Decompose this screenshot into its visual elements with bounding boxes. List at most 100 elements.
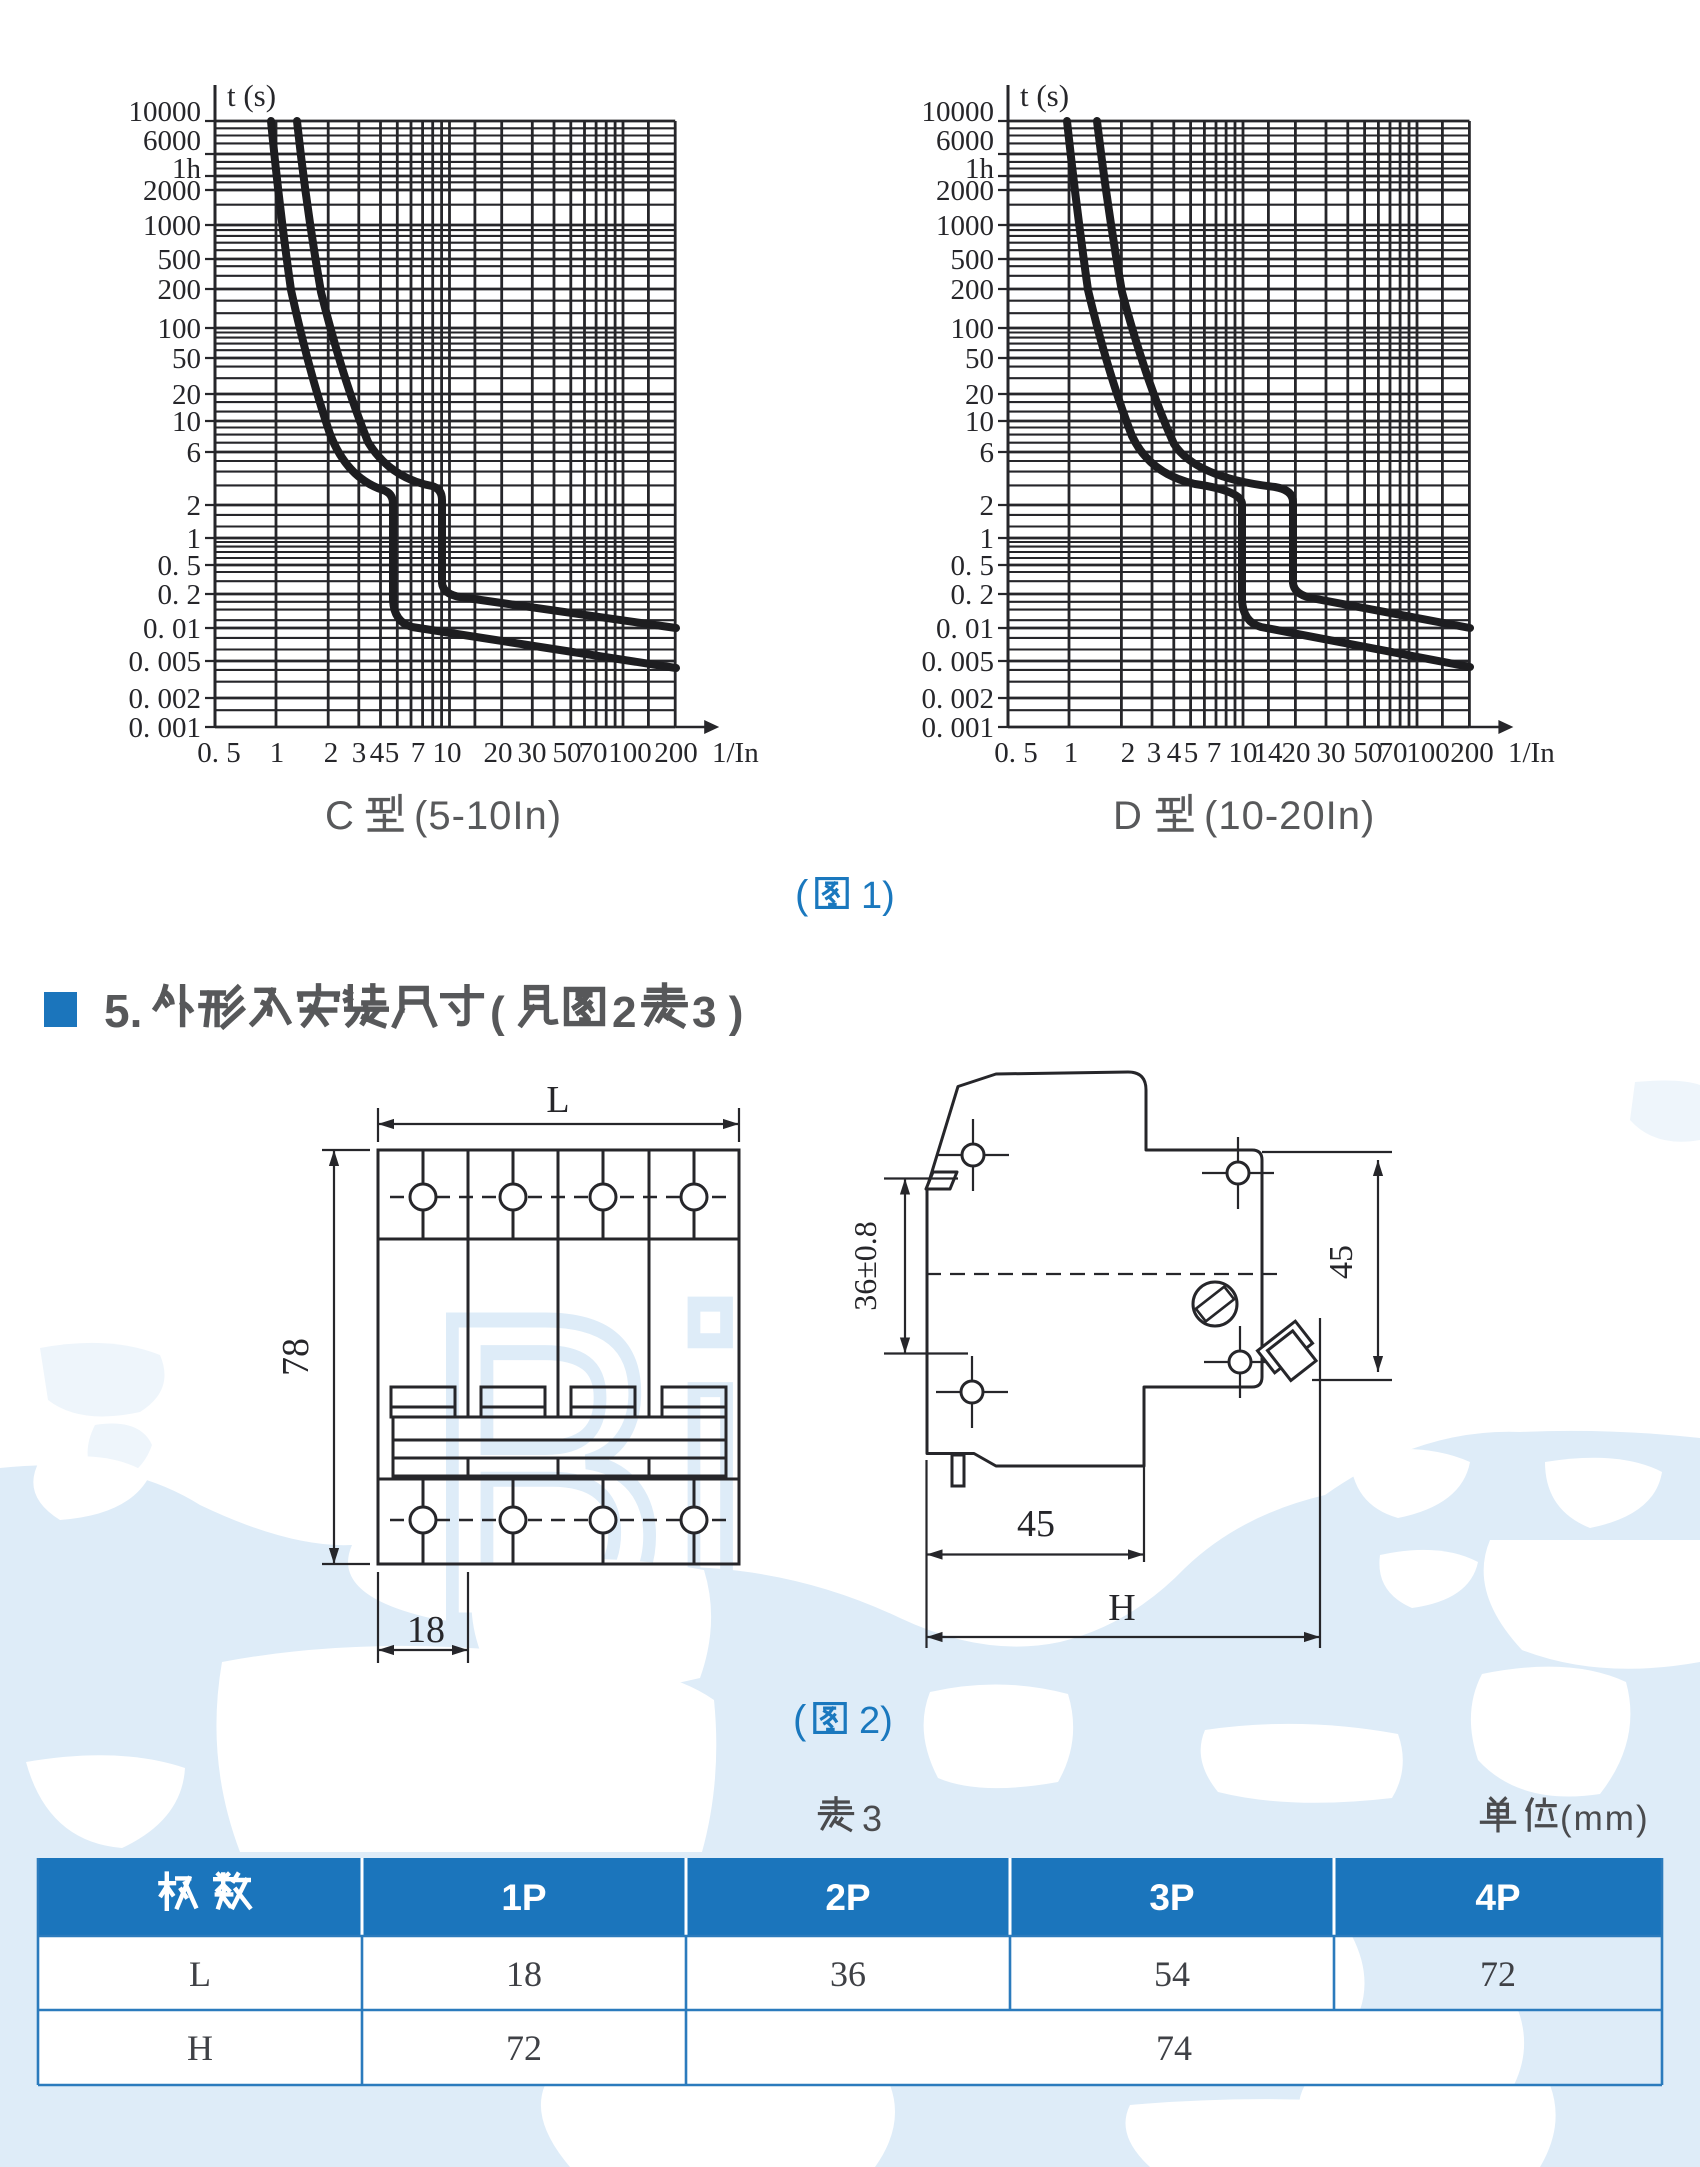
svg-text:0. 5: 0. 5 (158, 550, 202, 582)
svg-text:50: 50 (1354, 737, 1383, 769)
svg-text:6: 6 (980, 437, 995, 469)
svg-text:0. 001: 0. 001 (129, 712, 202, 744)
svg-text:50: 50 (172, 343, 201, 375)
svg-text:1000: 1000 (936, 210, 994, 242)
svg-text:72: 72 (506, 2028, 542, 2068)
svg-text:10: 10 (433, 737, 462, 769)
svg-text:2: 2 (612, 988, 636, 1037)
svg-text:70: 70 (579, 737, 608, 769)
svg-text:3: 3 (352, 737, 367, 769)
svg-text:0. 01: 0. 01 (143, 613, 201, 645)
svg-text:0. 5: 0. 5 (951, 550, 995, 582)
svg-text:500: 500 (158, 244, 202, 276)
svg-text:0. 002: 0. 002 (129, 683, 202, 715)
svg-text:0. 2: 0. 2 (951, 579, 995, 611)
svg-text:45: 45 (1017, 1503, 1055, 1545)
svg-text:4: 4 (1167, 737, 1182, 769)
svg-text:36±0.8: 36±0.8 (847, 1221, 883, 1311)
svg-text:1/In: 1/In (712, 737, 759, 769)
svg-text:1: 1 (1064, 737, 1079, 769)
svg-text:0. 005: 0. 005 (922, 646, 995, 678)
svg-text:10000: 10000 (922, 96, 995, 128)
svg-text:18: 18 (407, 1609, 445, 1651)
svg-text:2000: 2000 (143, 175, 201, 207)
svg-text:200: 200 (1450, 737, 1494, 769)
svg-text:30: 30 (1317, 737, 1346, 769)
svg-text:(mm): (mm) (1560, 1799, 1650, 1838)
svg-text:70: 70 (1379, 737, 1408, 769)
svg-text:2: 2 (324, 737, 339, 769)
svg-text:t (s): t (s) (227, 78, 276, 113)
svg-text:2P: 2P (825, 1877, 870, 1918)
svg-text:500: 500 (951, 244, 995, 276)
svg-text:5: 5 (1184, 737, 1199, 769)
svg-text:D: D (1113, 794, 1142, 838)
svg-text:10000: 10000 (129, 96, 202, 128)
svg-text:L: L (546, 1079, 569, 1121)
svg-text:0. 5: 0. 5 (994, 737, 1038, 769)
svg-text:7: 7 (1207, 737, 1222, 769)
svg-text:4: 4 (370, 737, 385, 769)
svg-text:78: 78 (275, 1338, 317, 1376)
svg-text:2000: 2000 (936, 175, 994, 207)
svg-text:1): 1) (861, 875, 895, 917)
svg-text:3: 3 (862, 1798, 882, 1839)
svg-text:1: 1 (980, 523, 995, 555)
svg-text:72: 72 (1480, 1954, 1516, 1994)
svg-text:L: L (189, 1954, 211, 1994)
svg-text:10: 10 (965, 406, 994, 438)
svg-text:1/In: 1/In (1508, 737, 1555, 769)
svg-text:200: 200 (951, 274, 995, 306)
svg-text:(10-20In): (10-20In) (1204, 794, 1375, 838)
svg-text:14: 14 (1254, 737, 1284, 769)
svg-text:20: 20 (172, 379, 201, 411)
svg-text:6000: 6000 (936, 125, 994, 157)
svg-text:0. 01: 0. 01 (936, 613, 994, 645)
svg-text:45: 45 (1323, 1245, 1360, 1279)
svg-text:2: 2 (980, 490, 995, 522)
svg-text:54: 54 (1154, 1954, 1190, 1994)
svg-text:(5-10In): (5-10In) (414, 794, 562, 838)
svg-text:20: 20 (484, 737, 513, 769)
svg-text:(: ( (490, 988, 505, 1037)
svg-text:50: 50 (553, 737, 582, 769)
svg-text:C: C (325, 794, 354, 838)
svg-text:20: 20 (1282, 737, 1311, 769)
svg-text:1: 1 (270, 737, 285, 769)
svg-text:H: H (187, 2028, 213, 2068)
svg-text:(: ( (795, 873, 809, 917)
svg-text:0. 002: 0. 002 (922, 683, 995, 715)
svg-text:6000: 6000 (143, 125, 201, 157)
svg-text:100: 100 (1406, 737, 1450, 769)
svg-text:3: 3 (1147, 737, 1162, 769)
svg-text:200: 200 (158, 274, 202, 306)
svg-text:1P: 1P (501, 1877, 546, 1918)
svg-text:t (s): t (s) (1020, 78, 1069, 113)
svg-text:3P: 3P (1149, 1877, 1194, 1918)
svg-text:1: 1 (187, 523, 202, 555)
svg-text:20: 20 (965, 379, 994, 411)
svg-text:100: 100 (951, 313, 995, 345)
svg-text:18: 18 (506, 1954, 542, 1994)
svg-text:0. 005: 0. 005 (129, 646, 202, 678)
svg-text:100: 100 (158, 313, 202, 345)
svg-text:10: 10 (172, 406, 201, 438)
svg-text:200: 200 (654, 737, 698, 769)
svg-text:0. 5: 0. 5 (197, 737, 241, 769)
svg-text:2: 2 (1121, 737, 1136, 769)
svg-text:1h: 1h (965, 153, 995, 185)
svg-text:5.: 5. (104, 985, 142, 1037)
svg-text:4P: 4P (1475, 1877, 1520, 1918)
svg-text:2): 2) (859, 1700, 893, 1742)
svg-text:6: 6 (187, 437, 202, 469)
svg-text:3 ): 3 ) (692, 988, 743, 1037)
svg-text:(: ( (793, 1698, 807, 1742)
svg-text:2: 2 (187, 490, 202, 522)
svg-text:100: 100 (608, 737, 652, 769)
svg-text:1000: 1000 (143, 210, 201, 242)
svg-text:50: 50 (965, 343, 994, 375)
svg-text:74: 74 (1156, 2028, 1192, 2068)
svg-text:30: 30 (518, 737, 547, 769)
svg-text:36: 36 (830, 1954, 866, 1994)
svg-text:10: 10 (1229, 737, 1258, 769)
